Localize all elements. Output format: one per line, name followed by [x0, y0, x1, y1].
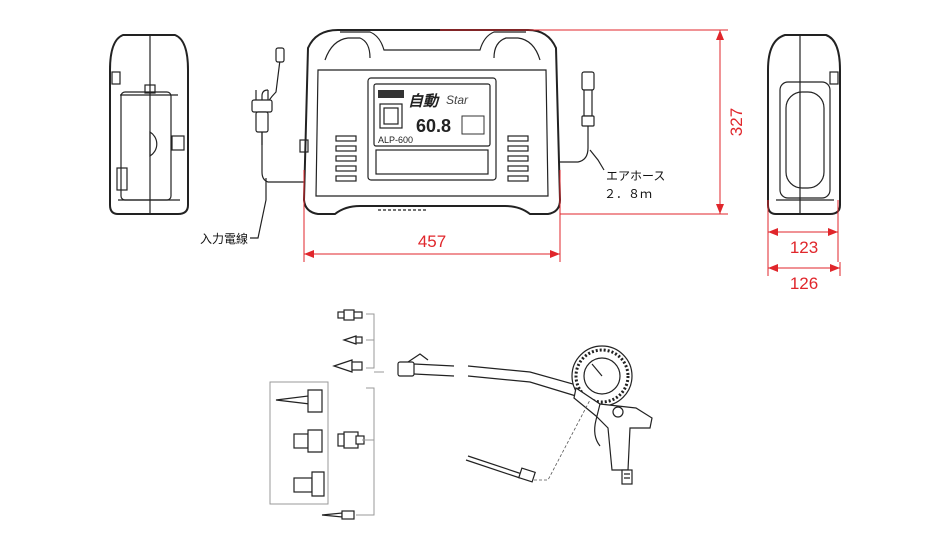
- vents-left: [335, 135, 357, 182]
- tire-gauge-gun: [397, 345, 653, 485]
- capacity-text: 60.8: [416, 116, 451, 136]
- depth-outer-dimension: 126: [790, 274, 818, 293]
- vents-right: [507, 135, 529, 182]
- power-cord: [251, 47, 304, 183]
- front-view: 自動 Star 60.8 ALP-600: [251, 29, 595, 215]
- air-hose-label: エアホース: [606, 169, 665, 183]
- dimension-lines: [303, 29, 841, 276]
- model-text: ALP-600: [378, 135, 413, 145]
- right-side-view: [767, 34, 841, 215]
- power-cord-label: 入力電線: [200, 231, 248, 246]
- accessory-nozzles: [332, 309, 384, 373]
- svg-text:Star: Star: [446, 93, 469, 107]
- width-dimension: 457: [418, 232, 446, 251]
- air-hose-length-label: ２．８ｍ: [604, 187, 652, 201]
- accessory-box: [269, 381, 375, 520]
- depth-inner-dimension: 123: [790, 238, 818, 257]
- height-dimension: 327: [727, 108, 746, 136]
- svg-text:自動: 自動: [408, 93, 440, 110]
- left-side-view: [109, 34, 189, 215]
- air-hose: [560, 71, 595, 163]
